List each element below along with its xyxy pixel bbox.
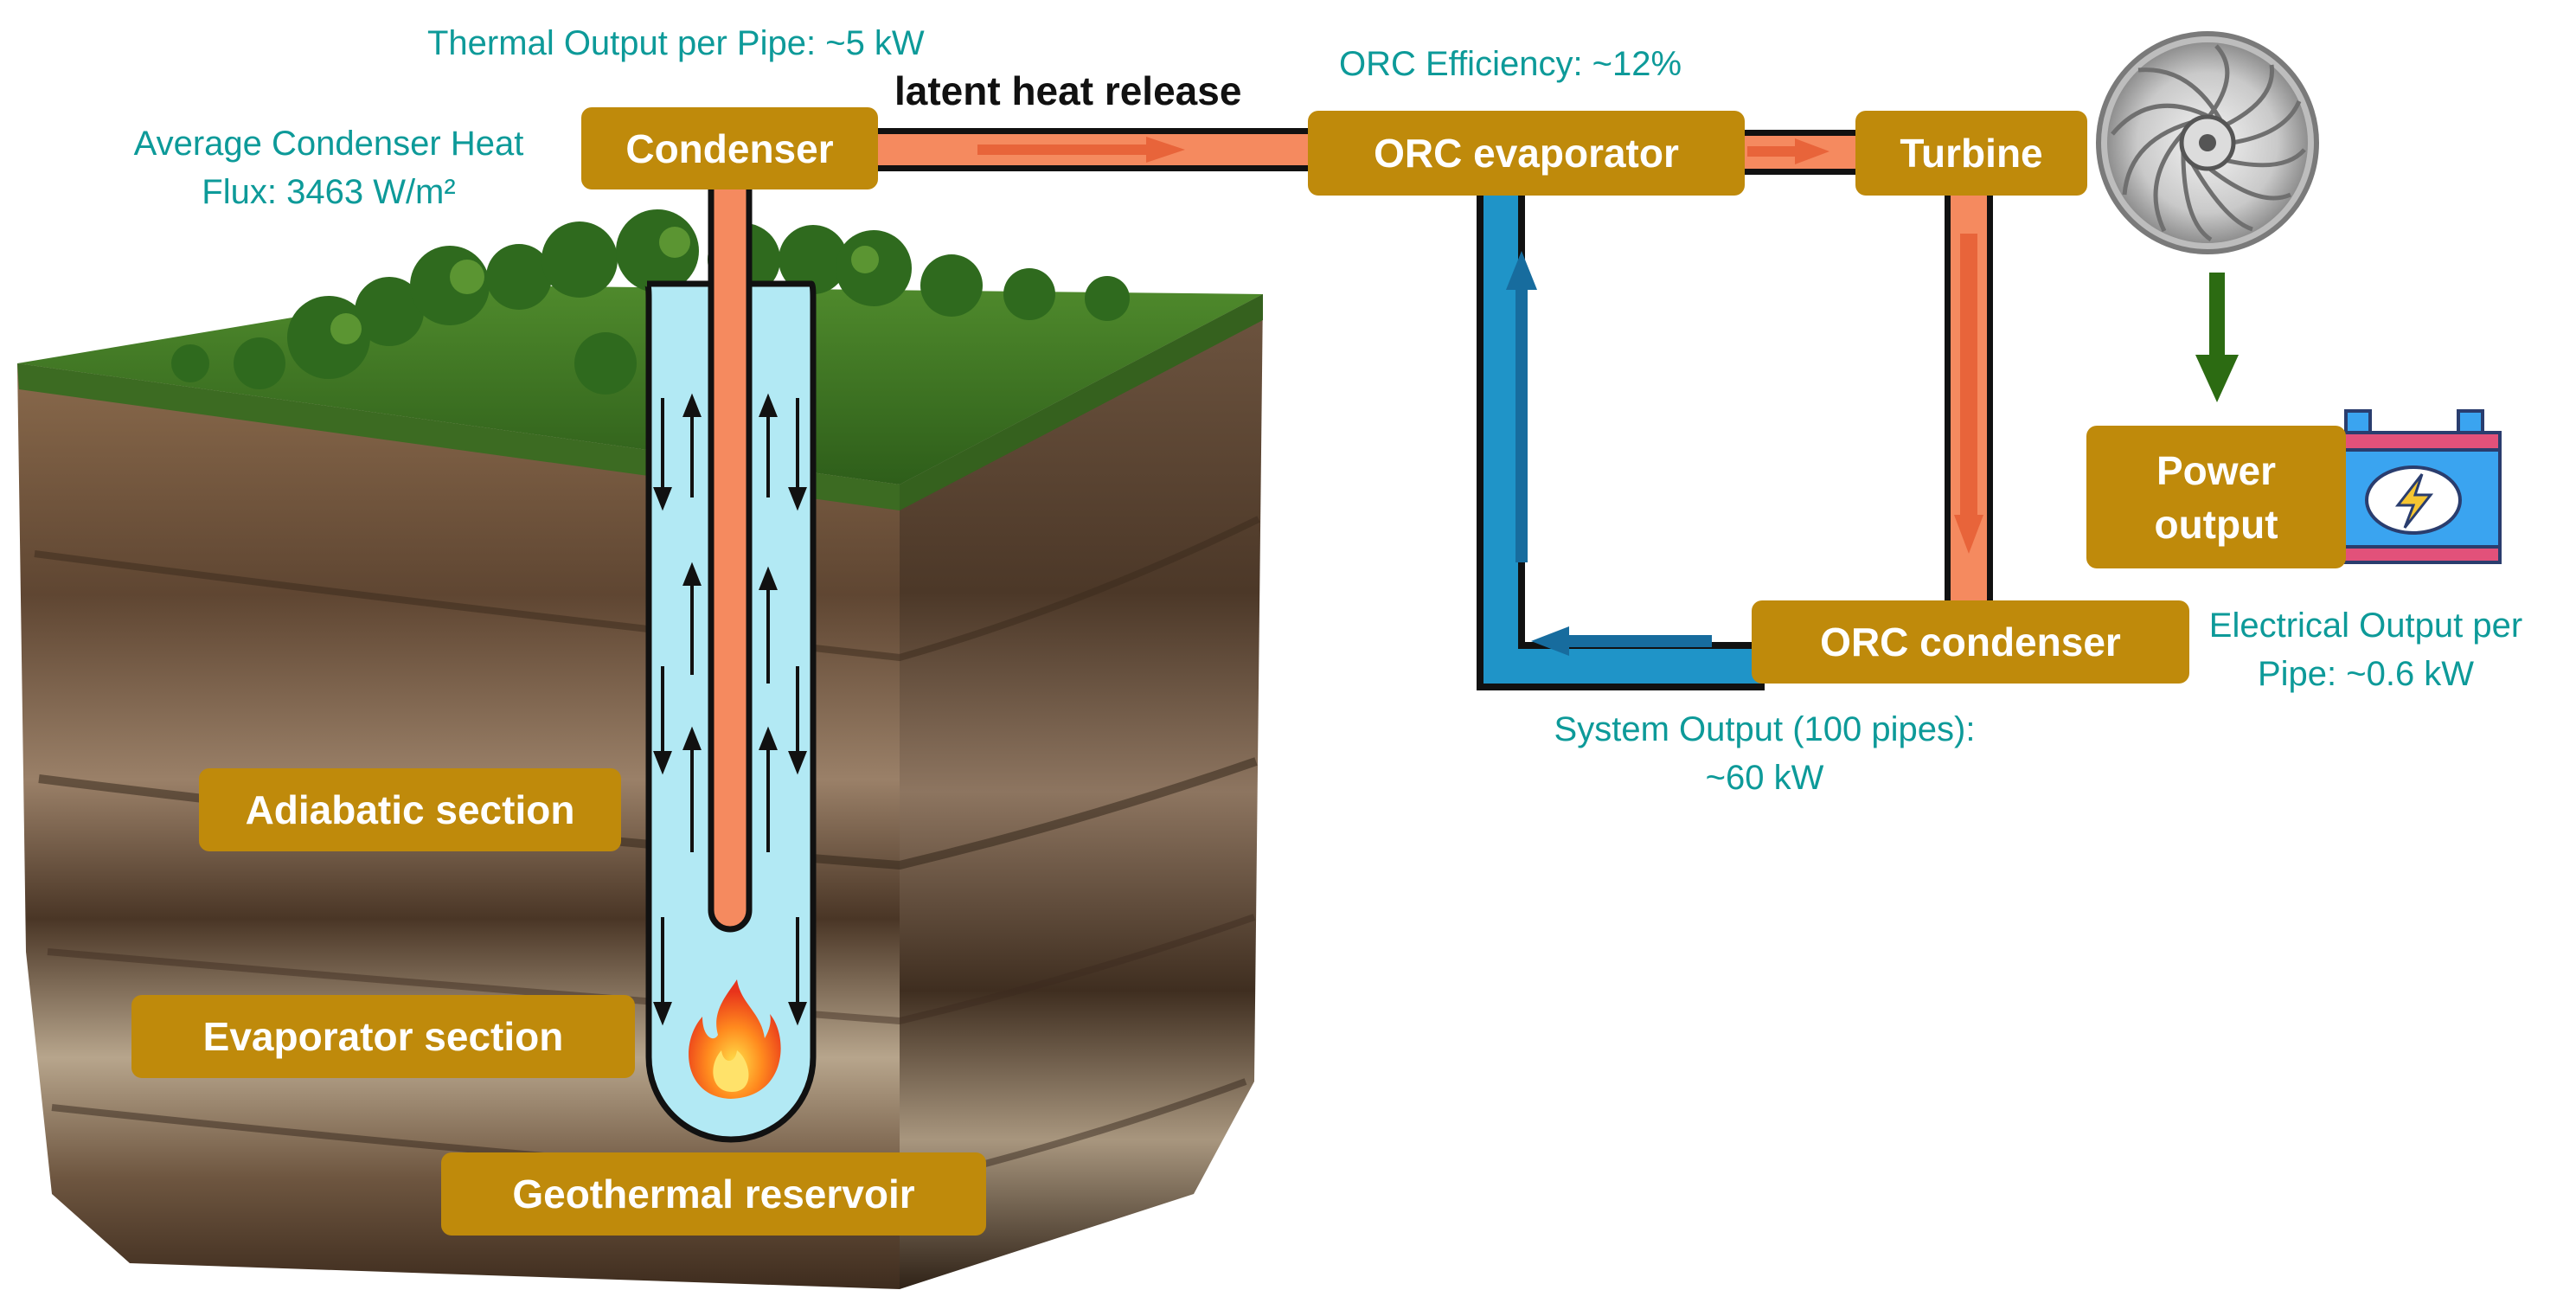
system-output-line1: System Output (100 pipes): [1554,710,1976,748]
geothermal-reservoir-label: Geothermal reservoir [441,1152,986,1236]
electrical-output-note: Electrical Output per Pipe: ~0.6 kW [2163,601,2569,698]
hot-flow-arrows [977,137,1983,554]
orc-evaporator-label: ORC evaporator [1308,111,1745,196]
thermal-output-note: Thermal Output per Pipe: ~5 kW [427,24,925,62]
lightning-icon [2394,473,2434,529]
power-output-line2: output [2154,501,2278,547]
cold-flow-arrows [1506,251,1712,656]
power-output-line1: Power [2156,447,2277,493]
earth-block [17,209,1263,1289]
electrical-output-line2: Pipe: ~0.6 kW [2257,655,2475,693]
condenser-return-pipe [708,178,753,933]
power-output-label: Power output [2086,426,2346,568]
orc-efficiency-note: ORC Efficiency: ~12% [1339,45,1682,83]
condenser-flux-line2: Flux: 3463 W/m² [202,173,456,211]
latent-heat-caption: latent heat release [894,68,1242,113]
electrical-output-line1: Electrical Output per [2208,607,2523,645]
system-output-line2: ~60 kW [1705,759,1824,797]
turbine-wheel-icon [2096,31,2319,254]
flame-icon [689,979,781,1099]
orc-condenser-label: ORC condenser [1752,600,2189,684]
condenser-label: Condenser [581,107,878,189]
battery-icon [2325,409,2502,564]
adiabatic-section-label: Adiabatic section [199,768,621,851]
well-flow-arrows [653,393,807,1026]
cold-loop-pipes [1477,182,1765,690]
system-output-note: System Output (100 pipes): ~60 kW [1496,705,2033,802]
power-arrow-icon [2195,273,2239,402]
evaporator-section-label: Evaporator section [131,995,635,1078]
turbine-label: Turbine [1855,111,2087,196]
heat-pipe-well [644,178,817,1143]
soil-side-face [900,294,1263,1289]
condenser-flux-note: Average Condenser Heat Flux: 3463 W/m² [104,119,554,216]
condenser-flux-line1: Average Condenser Heat [133,125,524,163]
